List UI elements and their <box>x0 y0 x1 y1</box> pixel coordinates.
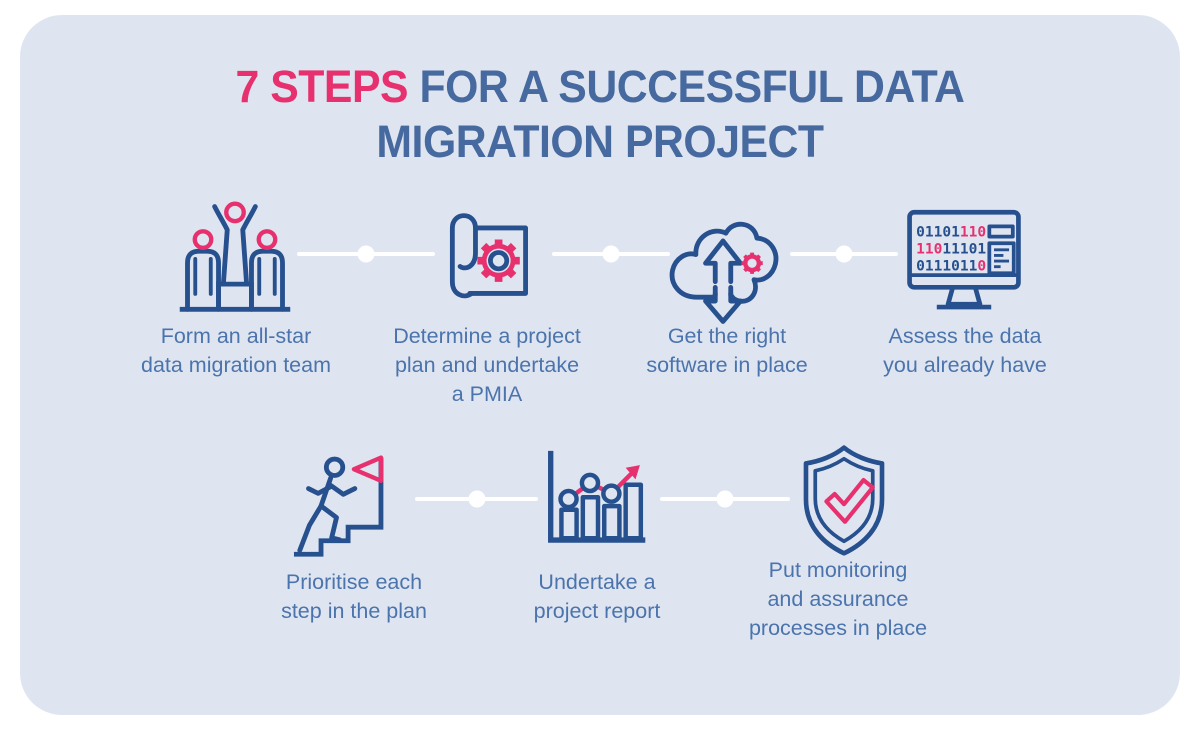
team-left-arms <box>193 257 213 296</box>
connector-dot-1 <box>357 245 375 263</box>
trend-arrowhead <box>625 465 640 480</box>
team-left-body <box>185 248 221 312</box>
cloud-outline <box>669 221 779 304</box>
infographic-card: 7 STEPS FOR A SUCCESSFUL DATA MIGRATION … <box>20 15 1180 715</box>
connector-line-5 <box>660 490 790 508</box>
title-line1-rest: FOR A SUCCESSFUL DATA <box>408 61 965 112</box>
connector-dot-2 <box>602 245 620 263</box>
chart-bar-3 <box>602 503 622 541</box>
monitor-screen <box>907 209 1021 290</box>
runner-legs <box>297 503 342 553</box>
cloud-transfer-icon <box>669 221 779 324</box>
title-line-2: MIGRATION PROJECT <box>376 115 824 167</box>
team-left-head <box>192 229 214 250</box>
blueprint-paper <box>467 225 528 296</box>
connector-line-2 <box>552 245 670 263</box>
screen-doc-icon <box>987 241 1016 276</box>
blueprint-roll-edge <box>457 225 478 271</box>
shield-check-icon <box>803 445 885 556</box>
connector-line-4 <box>415 490 538 508</box>
blueprint-gear-icon <box>449 213 528 299</box>
trend-node-2 <box>579 472 601 494</box>
runner-arms <box>306 482 358 497</box>
gear-teeth <box>477 239 520 282</box>
arrow-down <box>703 290 743 324</box>
small-gear-teeth <box>741 252 763 274</box>
gear-center <box>488 250 510 272</box>
team-podium <box>216 281 254 310</box>
team-right-arms <box>257 257 277 296</box>
chart-bar-1 <box>559 507 579 541</box>
connector-dot-4 <box>468 490 485 508</box>
screen-widget-rect <box>987 224 1015 239</box>
team-icon <box>179 201 291 312</box>
trend-node-3 <box>601 483 622 504</box>
screen-doc-lines <box>994 248 1010 269</box>
connector-dot-3 <box>835 245 853 263</box>
checkmark <box>824 477 875 524</box>
team-center-body <box>212 204 258 287</box>
stairs-and-pole <box>293 457 384 557</box>
step-label-2: Determine a project plan and undertake a… <box>393 324 581 407</box>
title-highlight: 7 STEPS <box>235 61 409 112</box>
runner-head <box>323 456 346 478</box>
title-line-1: 7 STEPS FOR A SUCCESSFUL DATA <box>49 60 1151 115</box>
shield-inner <box>813 456 875 544</box>
bar-chart-growth-icon <box>548 450 646 543</box>
connector-line-3 <box>790 245 898 263</box>
monitor-binary-icon: 01101110 11011101 01110110 <box>907 209 1021 310</box>
arrow-up <box>703 238 743 285</box>
page-title: 7 STEPS FOR A SUCCESSFUL DATA MIGRATION … <box>49 60 1151 170</box>
binary-row-2: 11011101 <box>916 242 986 258</box>
chart-bar-4 <box>623 482 644 541</box>
team-right-head <box>256 229 278 250</box>
trend-line <box>566 470 636 502</box>
chart-bar-2 <box>580 494 601 541</box>
step-label-4: Assess the data you already have <box>883 324 1047 378</box>
binary-row-1: 01101110 <box>916 225 986 241</box>
team-center-head <box>224 201 246 224</box>
runner-stairs-flag-icon <box>293 455 384 557</box>
trend-node-1 <box>558 488 579 510</box>
connector-line-1 <box>297 245 435 263</box>
monitor-stand <box>945 284 983 307</box>
blueprint-roll <box>449 213 478 299</box>
team-right-body <box>249 248 285 312</box>
flag <box>351 455 384 483</box>
shield-outer <box>803 445 885 556</box>
binary-row-3: 01110110 <box>916 258 986 274</box>
connector-dot-5 <box>716 490 734 508</box>
step-label-7: Put monitoring and assurance processes i… <box>748 558 928 641</box>
step-label-1: Form an all-star data migration team <box>140 324 331 378</box>
step-label-5: Prioritise each step in the plan <box>281 570 427 624</box>
step-label-6: Undertake a project report <box>533 570 661 624</box>
step-label-3: Get the right software in place <box>646 324 808 378</box>
